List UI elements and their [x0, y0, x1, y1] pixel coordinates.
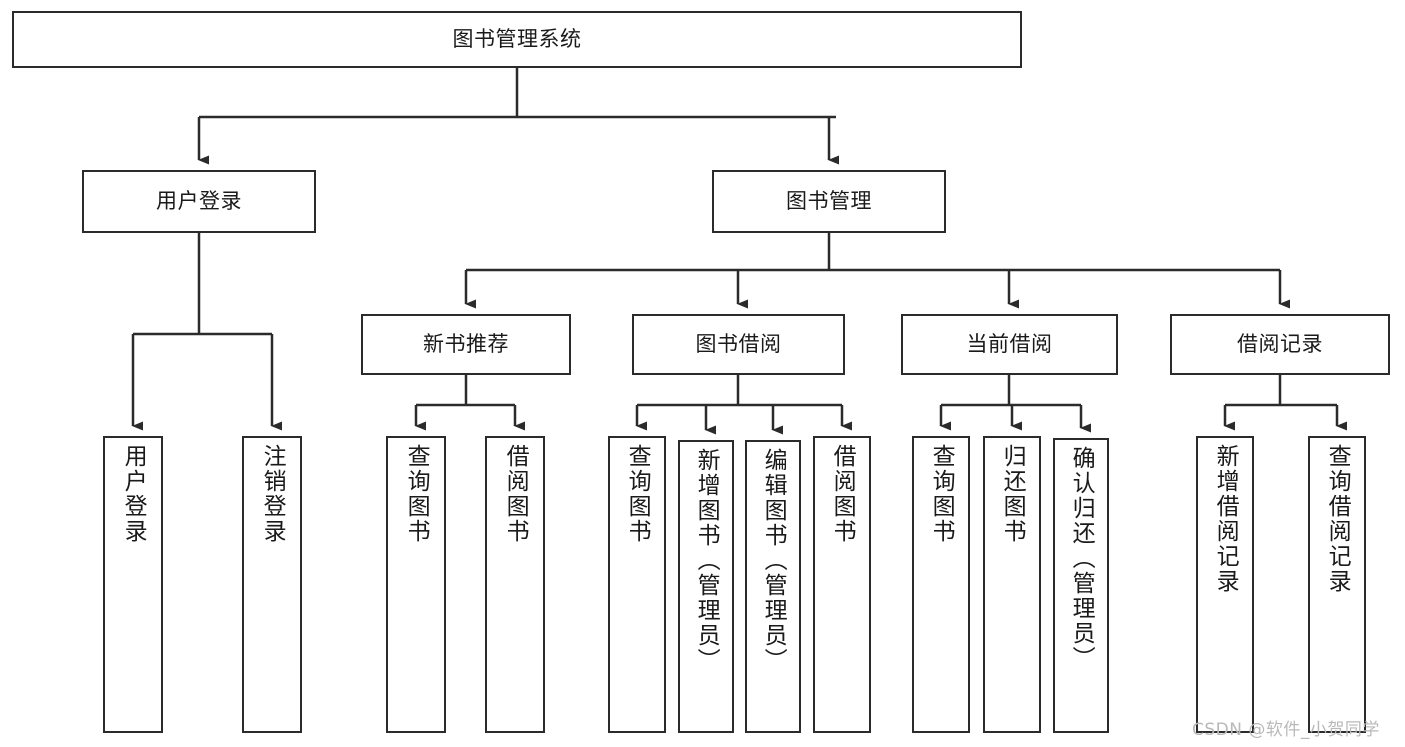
node-book-management-label: 图书管理	[786, 188, 872, 213]
csdn-watermark: CSDN @软件_小贺同学	[1192, 720, 1380, 740]
node-leaf-add-book-admin-label: 新增图书（管理员）	[693, 448, 720, 673]
node-leaf-add-borrow-record[interactable]: 新增借阅记录	[1196, 436, 1254, 733]
node-user-login-label: 用户登录	[156, 188, 242, 213]
node-leaf-borrow-book-recommend-label: 借阅图书	[502, 444, 529, 544]
node-leaf-query-book-recommend[interactable]: 查询图书	[386, 436, 446, 733]
node-user-login[interactable]: 用户登录	[82, 170, 316, 233]
node-leaf-query-book-borrow[interactable]: 查询图书	[608, 436, 666, 733]
node-leaf-query-book-current-label: 查询图书	[928, 444, 955, 544]
node-new-book-recommend-label: 新书推荐	[423, 331, 509, 356]
node-leaf-add-book-admin[interactable]: 新增图书（管理员）	[678, 440, 734, 733]
node-leaf-logout-label: 注销登录	[259, 444, 286, 544]
node-leaf-borrow-book-recommend[interactable]: 借阅图书	[485, 436, 545, 733]
node-leaf-return-book-label: 归还图书	[999, 444, 1026, 544]
node-new-book-recommend[interactable]: 新书推荐	[361, 314, 571, 375]
node-leaf-borrow-book[interactable]: 借阅图书	[813, 436, 871, 733]
node-borrow-record[interactable]: 借阅记录	[1170, 314, 1390, 375]
node-current-borrow-label: 当前借阅	[966, 331, 1053, 356]
node-current-borrow[interactable]: 当前借阅	[901, 314, 1118, 375]
node-leaf-edit-book-admin-label: 编辑图书（管理员）	[760, 448, 787, 673]
node-borrow-record-label: 借阅记录	[1237, 331, 1323, 356]
node-leaf-logout[interactable]: 注销登录	[242, 436, 302, 733]
node-leaf-confirm-return-admin-label: 确认归还（管理员）	[1068, 446, 1095, 671]
node-leaf-query-book-current[interactable]: 查询图书	[912, 436, 970, 733]
node-leaf-query-book-recommend-label: 查询图书	[403, 444, 430, 544]
node-leaf-query-borrow-record-label: 查询借阅记录	[1324, 444, 1351, 594]
node-leaf-user-login[interactable]: 用户登录	[103, 436, 163, 733]
node-leaf-borrow-book-label: 借阅图书	[829, 444, 856, 544]
node-book-management[interactable]: 图书管理	[712, 170, 946, 233]
node-book-borrow-label: 图书借阅	[695, 331, 782, 356]
node-book-borrow[interactable]: 图书借阅	[632, 314, 845, 375]
node-leaf-query-book-borrow-label: 查询图书	[624, 444, 651, 544]
node-root-label: 图书管理系统	[452, 26, 582, 51]
node-leaf-confirm-return-admin[interactable]: 确认归还（管理员）	[1053, 438, 1109, 733]
node-leaf-edit-book-admin[interactable]: 编辑图书（管理员）	[745, 440, 801, 733]
node-leaf-return-book[interactable]: 归还图书	[983, 436, 1041, 733]
node-root[interactable]: 图书管理系统	[12, 11, 1022, 68]
node-leaf-user-login-label: 用户登录	[120, 444, 147, 544]
node-leaf-add-borrow-record-label: 新增借阅记录	[1212, 444, 1239, 594]
node-leaf-query-borrow-record[interactable]: 查询借阅记录	[1308, 436, 1366, 733]
